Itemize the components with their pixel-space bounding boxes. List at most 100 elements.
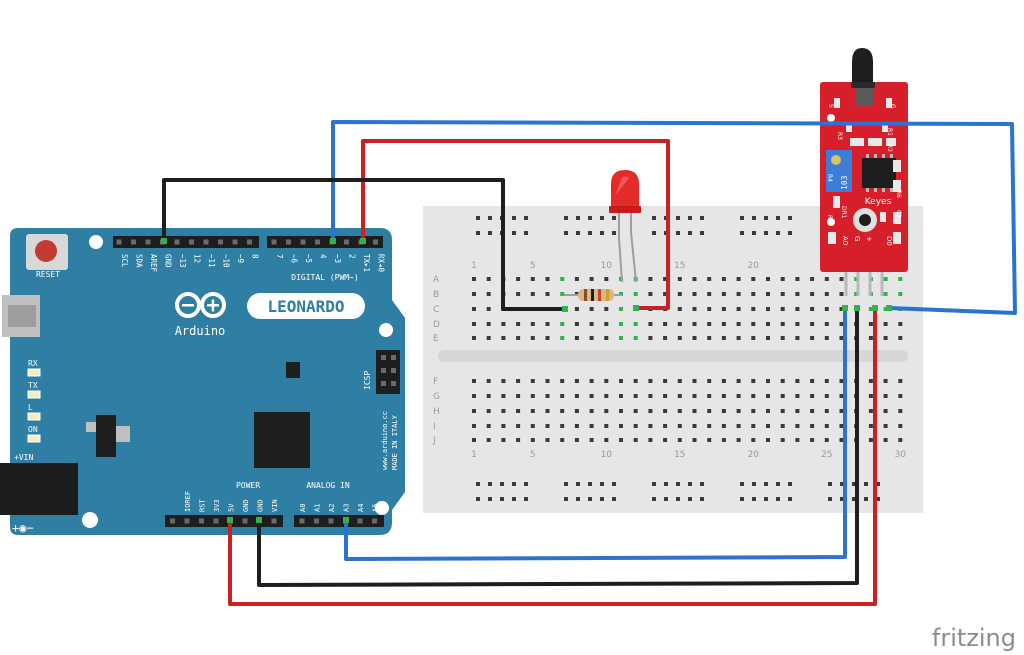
- header-pin[interactable]: [286, 239, 291, 245]
- header-pin[interactable]: [203, 239, 209, 245]
- chip-leg: [866, 154, 869, 158]
- analog-label: ANALOG IN: [306, 481, 350, 490]
- breadboard-hole: [677, 438, 682, 442]
- column-number: 1: [471, 450, 477, 460]
- header-pin[interactable]: [170, 518, 175, 524]
- wire-end-connector: [886, 305, 892, 311]
- icsp-pin[interactable]: [381, 355, 386, 360]
- icsp-pin[interactable]: [381, 381, 386, 386]
- breadboard-hole: [530, 336, 535, 340]
- breadboard-hole: [854, 277, 859, 281]
- header-pin[interactable]: [174, 239, 180, 245]
- status-led: [27, 368, 41, 377]
- icsp-pin[interactable]: [391, 368, 396, 373]
- reset-button[interactable]: [35, 240, 57, 262]
- rail-hole: [588, 231, 592, 235]
- header-pin[interactable]: [242, 518, 248, 524]
- breadboard-hole: [677, 409, 682, 413]
- row-label: G: [433, 392, 440, 402]
- icsp-pin[interactable]: [391, 381, 396, 386]
- rail-hole: [740, 216, 744, 220]
- breadboard-hole: [501, 394, 506, 398]
- breadboard-hole: [839, 438, 844, 442]
- header-pin[interactable]: [199, 518, 204, 524]
- breadboard-hole: [721, 277, 726, 281]
- header-digital: [267, 236, 383, 248]
- breadboard-hole: [589, 379, 594, 383]
- icsp-pin[interactable]: [381, 368, 386, 373]
- header-pin[interactable]: [213, 518, 219, 524]
- header-pin[interactable]: [184, 518, 190, 524]
- breadboard-hole: [736, 409, 741, 413]
- pin-label: RST: [199, 499, 207, 512]
- smd-component: [886, 98, 892, 108]
- wire-black-gnd-to-resistor[interactable]: [162, 178, 565, 311]
- breadboard-hole: [868, 438, 873, 442]
- rail-hole: [476, 216, 480, 220]
- breadboard-hole: [868, 379, 873, 383]
- breadboard-hole: [839, 394, 844, 398]
- icsp-pins: [381, 355, 396, 386]
- breadboard-hole: [604, 307, 609, 311]
- wire-red-pin2-to-led[interactable]: [361, 139, 670, 310]
- wire-blue-a3-to-sensor-a0[interactable]: [344, 308, 847, 561]
- breadboard-hole: [868, 322, 873, 326]
- breadboard-hole: [589, 307, 594, 311]
- wire-red-5v-to-sensor-vcc[interactable]: [228, 308, 877, 606]
- rail-hole: [700, 216, 704, 220]
- pin-label: A3: [343, 504, 351, 512]
- header-pin[interactable]: [372, 518, 377, 524]
- breadboard-hole: [780, 322, 785, 326]
- rail-hole: [852, 482, 856, 486]
- row-label: C: [433, 305, 439, 315]
- breadboard-hole: [839, 424, 844, 428]
- logo-minus: [182, 304, 194, 307]
- header-pin[interactable]: [373, 239, 378, 245]
- wire-blue-digital3-to-sensor-d0[interactable]: [331, 120, 1017, 315]
- breadboard-hole: [604, 394, 609, 398]
- breadboard-hole: [486, 322, 491, 326]
- status-led: [27, 434, 41, 443]
- smd-label: R2: [886, 144, 893, 152]
- breadboard-hole: [839, 379, 844, 383]
- header-pin[interactable]: [328, 518, 334, 524]
- breadboard-hole: [574, 336, 579, 340]
- wire-end-connector: [872, 305, 878, 311]
- icsp-pin[interactable]: [391, 355, 396, 360]
- breadboard-hole: [898, 277, 903, 281]
- breadboard-hole: [574, 394, 579, 398]
- breadboard-hole: [824, 277, 829, 281]
- potentiometer-screw[interactable]: [831, 155, 841, 165]
- header-pin[interactable]: [189, 239, 194, 245]
- row-label: D: [433, 320, 440, 330]
- header-pin[interactable]: [145, 239, 151, 245]
- header-pin[interactable]: [271, 239, 277, 245]
- header-pin[interactable]: [299, 518, 305, 524]
- header-pin[interactable]: [357, 518, 363, 524]
- wire-end-connector: [633, 305, 639, 311]
- header-pin[interactable]: [271, 518, 277, 524]
- smd-component: [893, 212, 901, 224]
- wire-black-gnd-to-sensor-g[interactable]: [257, 308, 859, 587]
- pin-label: TX▸1: [362, 254, 371, 272]
- header-pin[interactable]: [315, 239, 320, 245]
- header-pin[interactable]: [232, 239, 238, 245]
- header-pin[interactable]: [344, 239, 349, 245]
- rail-hole: [752, 497, 756, 501]
- breadboard-hole: [721, 438, 726, 442]
- pin-label: A1: [314, 504, 322, 512]
- breadboard-hole: [868, 409, 873, 413]
- breadboard-hole: [663, 424, 668, 428]
- header-pin[interactable]: [131, 239, 136, 245]
- header-pin[interactable]: [116, 239, 122, 245]
- header-pin[interactable]: [247, 239, 252, 245]
- rail-hole: [576, 216, 580, 220]
- breadboard-hole: [839, 307, 844, 311]
- header-pin[interactable]: [300, 239, 306, 245]
- header-pin[interactable]: [218, 239, 223, 245]
- rail-hole: [788, 497, 792, 501]
- breadboard-hole: [633, 336, 638, 340]
- header-pin[interactable]: [314, 518, 319, 524]
